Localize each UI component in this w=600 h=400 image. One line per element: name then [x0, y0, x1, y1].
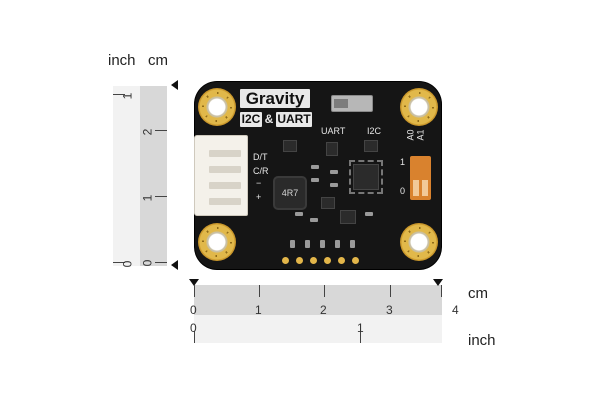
tick	[113, 94, 125, 95]
horizontal-ruler	[194, 285, 442, 343]
pin-plus-label: +	[256, 192, 262, 202]
bottom-ruler-inch-label: inch	[468, 332, 496, 349]
bottom-ruler-cm-label: cm	[468, 285, 488, 302]
tick	[155, 196, 167, 197]
chip	[326, 142, 338, 156]
ruler-top-marker	[171, 80, 178, 90]
inductor: 4R7	[273, 176, 307, 210]
smd-component	[335, 240, 340, 248]
board-title: Gravity	[240, 89, 310, 108]
tick	[360, 331, 361, 343]
chip	[321, 197, 335, 209]
bottom-inch-tick-1: 1	[357, 321, 364, 335]
vertical-ruler	[113, 86, 167, 266]
address-dip-switch	[410, 156, 431, 200]
smd-component	[350, 240, 355, 248]
switch-uart-label: UART	[321, 126, 346, 136]
i2c-badge: I2C	[240, 112, 262, 127]
edge-pad	[324, 257, 331, 264]
tick	[259, 285, 260, 297]
ruler-left-marker	[189, 279, 199, 286]
left-cm-tick-2: 2	[140, 128, 155, 136]
dip-0-label: 0	[400, 186, 406, 196]
smd-component	[365, 212, 373, 216]
smd-component	[311, 165, 319, 169]
smd-component	[290, 240, 295, 248]
left-ruler-inch-label: inch	[108, 52, 136, 69]
bottom-cm-tick-2: 2	[320, 303, 327, 317]
tick	[441, 285, 442, 297]
edge-pad	[338, 257, 345, 264]
ruler-bottom-marker	[171, 260, 178, 270]
addr-a1-label: A1	[415, 129, 426, 141]
tick	[324, 285, 325, 297]
bottom-cm-tick-1: 1	[255, 303, 262, 317]
switch-i2c-label: I2C	[367, 126, 382, 136]
smd-component	[305, 240, 310, 248]
left-inch-tick-0: 0	[120, 260, 135, 268]
bottom-inch-tick-0: 0	[190, 321, 197, 335]
smd-component	[311, 178, 319, 182]
tick	[155, 130, 167, 131]
dip-1-label: 1	[400, 157, 406, 167]
gravity-connector	[194, 135, 248, 216]
pin-cr-label: C/R	[253, 166, 269, 176]
smd-component	[330, 183, 338, 187]
pin-dt-label: D/T	[253, 152, 268, 162]
smd-component	[320, 240, 325, 248]
mounting-hole-top-left	[198, 88, 236, 126]
edge-pad	[282, 257, 289, 264]
mounting-hole-bottom-right	[400, 223, 438, 261]
transistor	[283, 140, 297, 152]
bottom-cm-tick-0: 0	[190, 303, 197, 317]
mounting-hole-bottom-left	[198, 223, 236, 261]
ruler-right-marker	[433, 279, 443, 286]
chip	[340, 210, 356, 224]
tick	[113, 262, 125, 263]
left-cm-tick-0: 0	[140, 259, 155, 267]
mode-switch	[331, 95, 373, 112]
edge-pad	[296, 257, 303, 264]
ampersand: &	[264, 112, 274, 126]
left-cm-tick-1: 1	[140, 194, 155, 202]
mounting-hole-top-right	[400, 88, 438, 126]
bottom-cm-tick-4: 4	[452, 303, 459, 317]
left-ruler-cm-label: cm	[148, 52, 168, 69]
bottom-cm-tick-3: 3	[386, 303, 393, 317]
tick	[155, 262, 167, 263]
smd-component	[295, 212, 303, 216]
smd-component	[330, 170, 338, 174]
pin-minus-label: −	[256, 178, 262, 188]
main-ic	[349, 160, 383, 194]
addr-a0-label: A0	[405, 129, 416, 141]
smd-component	[310, 218, 318, 222]
chip	[364, 140, 378, 152]
edge-pad	[352, 257, 359, 264]
uart-badge: UART	[276, 112, 312, 127]
left-inch-tick-1: 1	[120, 92, 135, 100]
tick	[390, 285, 391, 297]
tick	[194, 331, 195, 343]
tick	[194, 285, 195, 297]
edge-pad	[310, 257, 317, 264]
